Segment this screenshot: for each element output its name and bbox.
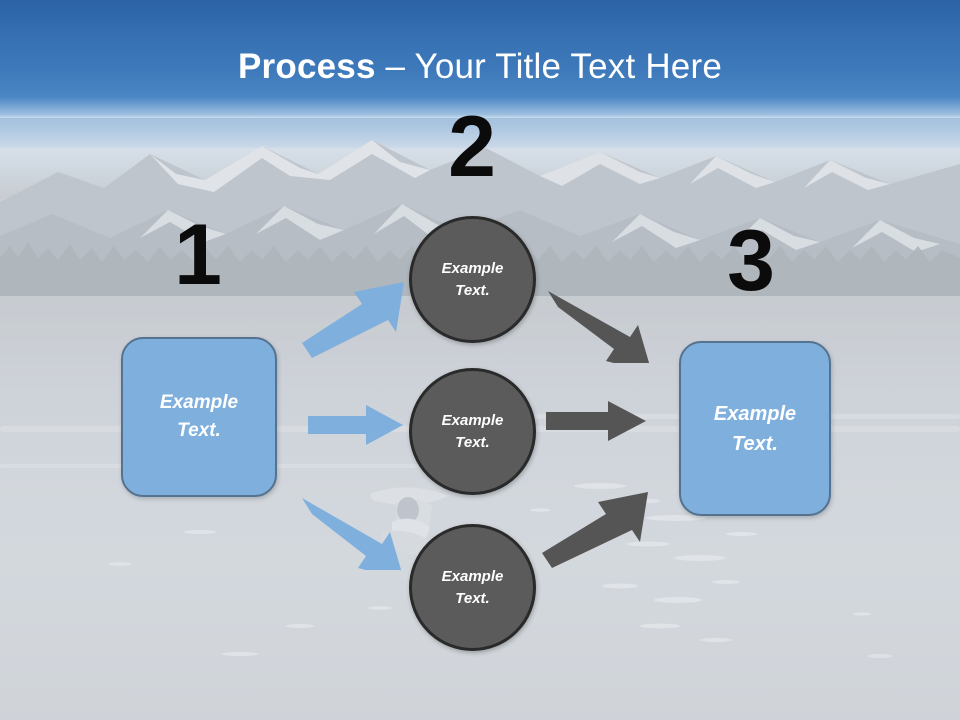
arrow-blue-down-right[interactable] [300,490,410,570]
output-box-line1: Example [713,402,797,425]
output-box-line2: Text. [732,432,778,455]
process-circle-bottom-line2: Text. [455,589,490,607]
input-box[interactable]: Example Text. [121,337,277,497]
process-circle-top[interactable]: Example Text. [409,216,536,343]
arrow-gray-down-right[interactable] [546,283,658,363]
arrow-gray-right[interactable] [546,400,648,442]
process-circle-bottom[interactable]: Example Text. [409,524,536,651]
step-number-2: 2 [448,99,496,195]
process-circle-top-line2: Text. [455,281,490,299]
arrow-blue-up-right[interactable] [300,280,410,358]
process-circle-bottom-line1: Example [441,567,504,585]
title-bold-part: Process [238,47,376,86]
process-circle-middle-line2: Text. [455,433,490,451]
step-number-3: 3 [727,213,775,309]
process-circle-middle-text: Example Text. [442,410,504,454]
arrow-blue-right[interactable] [308,404,404,446]
process-circle-middle-line1: Example [441,411,504,429]
kayaker-photo-subject [370,487,448,556]
process-circle-top-line1: Example [441,259,504,277]
output-box[interactable]: Example Text. [679,341,831,516]
output-box-text: Example Text. [714,399,796,459]
title-banner [0,0,960,118]
page-title: Process – Your Title Text Here [0,46,960,88]
process-circle-top-text: Example Text. [442,258,504,302]
title-regular-part: – Your Title Text Here [375,47,722,86]
process-circle-middle[interactable]: Example Text. [409,368,536,495]
input-box-line1: Example [159,392,239,413]
process-circle-bottom-text: Example Text. [442,566,504,610]
input-box-line2: Text. [177,420,221,441]
input-box-text: Example Text. [160,389,238,445]
arrow-gray-up-right[interactable] [540,490,652,568]
step-number-1: 1 [174,207,222,303]
